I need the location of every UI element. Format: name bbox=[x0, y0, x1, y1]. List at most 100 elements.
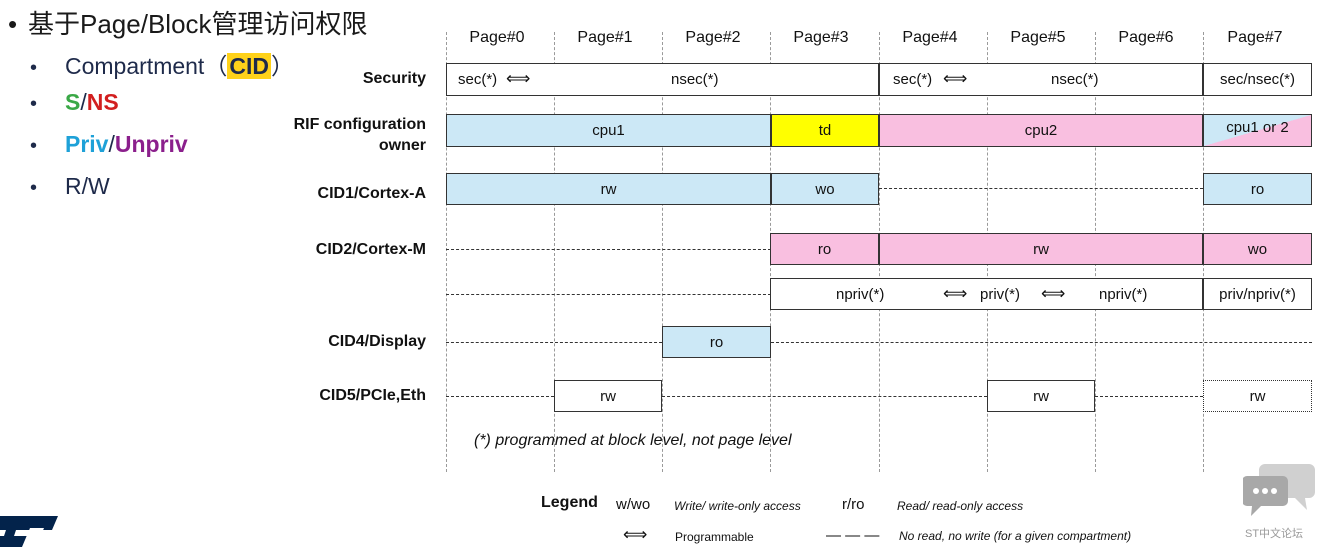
bullet-dot: • bbox=[30, 177, 38, 199]
legend-programmable-desc: Programmable bbox=[675, 530, 754, 544]
cid-highlight: CID bbox=[227, 53, 271, 79]
rif-cell-td: td bbox=[771, 114, 879, 147]
programmable-arrow-icon: ⟺ bbox=[943, 284, 968, 303]
cid4-no-access-line bbox=[446, 342, 662, 343]
sub-bullet-compartment: • Compartment（CID） bbox=[30, 47, 294, 81]
secnsec-label: sec/nsec(*) bbox=[1219, 71, 1296, 88]
page-separator bbox=[554, 32, 555, 472]
nsec-label: nsec(*) bbox=[1051, 71, 1099, 88]
legend-wwo-desc: Write/ write-only access bbox=[674, 499, 801, 513]
cid5-no-access-line bbox=[1095, 396, 1203, 397]
st-logo-icon bbox=[0, 516, 58, 547]
cid5-no-access-line bbox=[662, 396, 987, 397]
legend-wwo-symbol: w/wo bbox=[616, 496, 651, 513]
security-cell-page7: sec/nsec(*) bbox=[1203, 63, 1312, 96]
bullet-dot: • bbox=[8, 9, 18, 39]
cid1-no-access-line bbox=[879, 188, 1203, 189]
page-header-3: Page#3 bbox=[793, 29, 849, 46]
priv-no-access-line bbox=[446, 294, 771, 295]
row-label-cid4: CID4/Display bbox=[328, 333, 426, 350]
priv-cell-page7: priv/npriv(*) bbox=[1203, 278, 1312, 310]
legend-dash-desc: No read, no write (for a given compartme… bbox=[899, 529, 1132, 543]
ns-text: NS bbox=[86, 89, 119, 115]
main-bullet: • 基于Page/Block管理访问权限 bbox=[8, 4, 368, 41]
programmable-arrow-icon: ⟺ bbox=[943, 69, 968, 88]
page-header-6: Page#6 bbox=[1118, 29, 1174, 46]
page-header-4: Page#4 bbox=[902, 29, 958, 46]
ro-label: ro bbox=[709, 333, 724, 351]
slash: / bbox=[80, 89, 87, 115]
rw-label: rw bbox=[1249, 387, 1266, 405]
npriv-label: npriv(*) bbox=[1099, 286, 1148, 303]
cpu1-label: cpu1 bbox=[592, 122, 625, 139]
cid1-cell-wo: wo bbox=[771, 173, 879, 205]
nsec-label: nsec(*) bbox=[671, 71, 719, 88]
rif-cell-cpu1: cpu1 bbox=[446, 114, 771, 147]
priv-cell-page3-6: npriv(*) ⟺ priv(*) ⟺ npriv(*) bbox=[770, 278, 1203, 310]
bullet-dot: • bbox=[30, 93, 38, 115]
page-header-5: Page#5 bbox=[1010, 29, 1066, 46]
rw-label: rw bbox=[600, 387, 616, 405]
page-header-1: Page#1 bbox=[577, 29, 633, 46]
page-header-0: Page#0 bbox=[469, 29, 525, 46]
legend-dash-symbol: — — — bbox=[826, 527, 880, 544]
page-separator bbox=[446, 32, 447, 472]
sec-label: sec(*) bbox=[458, 71, 498, 88]
programmable-arrow-icon: ⟺ bbox=[506, 69, 531, 88]
security-cell-page0-3: sec(*) ⟺ nsec(*) bbox=[446, 63, 879, 96]
legend-rro-symbol: r/ro bbox=[842, 496, 865, 513]
ro-label: ro bbox=[817, 240, 832, 258]
cid5-cell-rw-page7: rw bbox=[1203, 380, 1312, 412]
cid2-no-access-line bbox=[446, 249, 771, 250]
cid2-cell-rw: rw bbox=[879, 233, 1203, 265]
cid5-cell-rw-page1: rw bbox=[554, 380, 662, 412]
sub-bullet-priv: • Priv/Unpriv bbox=[30, 131, 188, 158]
wo-label: wo bbox=[1247, 240, 1268, 258]
row-label-rif-line1: RIF configuration bbox=[293, 116, 426, 133]
cid5-no-access-line bbox=[446, 396, 554, 397]
rw-text: R/W bbox=[65, 173, 110, 199]
bullet-dot: • bbox=[30, 135, 38, 157]
rw-label: rw bbox=[1033, 240, 1049, 258]
priv-label: priv(*) bbox=[980, 286, 1020, 303]
row-label-cid5: CID5/PCIe,Eth bbox=[319, 387, 426, 404]
cpu2-label: cpu2 bbox=[1024, 122, 1058, 139]
page-separator bbox=[662, 32, 663, 472]
footnote: (*) programmed at block level, not page … bbox=[474, 432, 792, 449]
security-cell-page4-6: sec(*) ⟺ nsec(*) bbox=[879, 63, 1203, 96]
compartment-text: Compartment（ bbox=[65, 53, 228, 79]
sub-bullet-rw: • R/W bbox=[30, 173, 110, 200]
privnpriv-label: priv/npriv(*) bbox=[1219, 285, 1296, 303]
cid4-cell-ro: ro bbox=[662, 326, 771, 358]
row-label-rif-line2: owner bbox=[378, 137, 426, 154]
npriv-label: npriv(*) bbox=[836, 286, 885, 303]
row-label-cid1: CID1/Cortex-A bbox=[317, 185, 426, 202]
cid1-cell-rw: rw bbox=[446, 173, 771, 205]
legend-rro-desc: Read/ read-only access bbox=[897, 499, 1024, 513]
row-label-security: Security bbox=[362, 70, 426, 87]
priv-text: Priv bbox=[65, 131, 109, 157]
s-text: S bbox=[65, 89, 81, 115]
slash: / bbox=[108, 131, 115, 157]
cid4-no-access-line bbox=[771, 342, 1312, 343]
unpriv-text: Unpriv bbox=[114, 131, 188, 157]
wo-label: wo bbox=[815, 180, 835, 198]
cpu1or2-label: cpu1 or 2 bbox=[1226, 119, 1289, 136]
legend-programmable-arrow-icon: ⟺ bbox=[623, 525, 648, 544]
rif-cell-cpu2: cpu2 bbox=[879, 114, 1203, 147]
rw-label: rw bbox=[600, 180, 617, 198]
sub-bullet-sns: • S/NS bbox=[30, 89, 119, 116]
paren-close: ） bbox=[270, 53, 294, 79]
ro-label: ro bbox=[1250, 180, 1265, 198]
row-label-cid2: CID2/Cortex-M bbox=[315, 241, 426, 258]
page-header-2: Page#2 bbox=[685, 29, 741, 46]
cid2-cell-ro: ro bbox=[770, 233, 879, 265]
bullet-dot: • bbox=[30, 57, 38, 79]
forum-label: ST中文论坛 bbox=[1245, 528, 1304, 540]
main-bullet-text: 基于Page/Block管理访问权限 bbox=[28, 9, 368, 39]
page-header-7: Page#7 bbox=[1227, 29, 1283, 46]
programmable-arrow-icon: ⟺ bbox=[1041, 284, 1066, 303]
rif-cell-cpu1or2: cpu1 or 2 bbox=[1203, 114, 1312, 147]
cid5-cell-rw-page5: rw bbox=[987, 380, 1095, 412]
cid1-cell-ro: ro bbox=[1203, 173, 1312, 205]
